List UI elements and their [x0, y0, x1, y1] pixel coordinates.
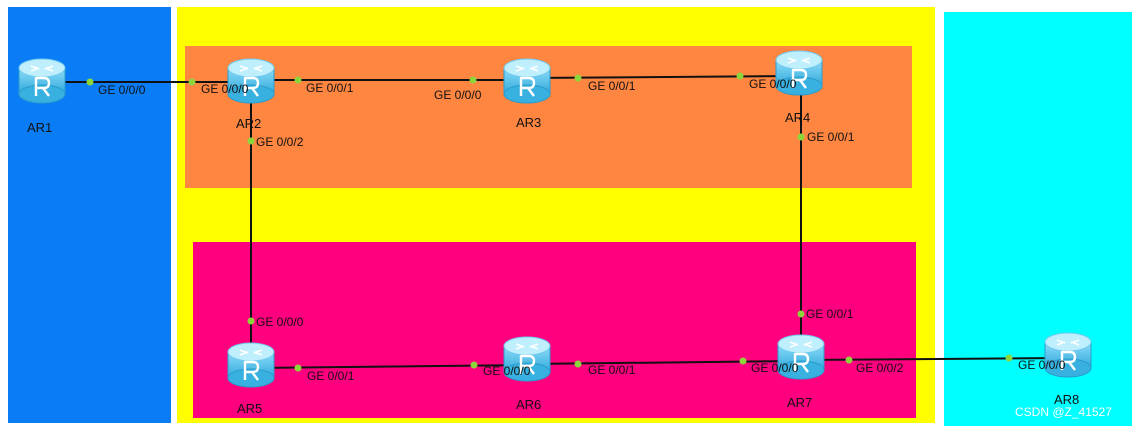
router-icon [502, 57, 552, 105]
router-label: AR5 [237, 401, 262, 416]
port-label-ar5: GE 0/0/1 [307, 369, 355, 383]
router-icon [17, 57, 67, 105]
port-dot-ar5 [294, 364, 302, 372]
port-dot-ar6 [574, 360, 582, 368]
port-label-ar1: GE 0/0/0 [98, 83, 146, 97]
watermark: CSDN @Z_41527 [1015, 405, 1112, 419]
router-icon [226, 341, 276, 389]
port-label-ar6: GE 0/0/1 [588, 363, 636, 377]
port-dot-ar7 [797, 310, 805, 318]
port-dot-ar3 [469, 76, 477, 84]
port-label-ar2: GE 0/0/1 [306, 81, 354, 95]
port-label-ar3: GE 0/0/1 [588, 79, 636, 93]
router-ar4[interactable]: AR4 [774, 49, 824, 125]
area-lower [193, 242, 916, 418]
port-dot-ar2 [294, 76, 302, 84]
port-dot-ar2 [188, 78, 196, 86]
port-label-ar4: GE 0/0/0 [749, 77, 797, 91]
router-label: AR3 [516, 115, 541, 130]
link-ar6-ar7 [526, 360, 802, 365]
port-dot-ar3 [574, 74, 582, 82]
router-ar5[interactable]: AR5 [226, 341, 276, 416]
router-label: AR1 [27, 120, 52, 135]
port-label-ar7: GE 0/0/1 [806, 307, 854, 321]
port-label-ar6: GE 0/0/0 [483, 364, 531, 378]
router-ar2[interactable]: AR2 [226, 57, 276, 131]
port-label-ar5: GE 0/0/0 [256, 315, 304, 329]
port-label-ar7: GE 0/0/2 [856, 361, 904, 375]
port-dot-ar7 [845, 356, 853, 364]
port-dot-ar2 [247, 137, 255, 145]
area-right [944, 12, 1132, 426]
port-dot-ar4 [736, 72, 744, 80]
port-dot-ar6 [470, 361, 478, 369]
port-dot-ar4 [797, 133, 805, 141]
port-dot-ar8 [1005, 354, 1013, 362]
router-ar6[interactable]: AR6 [502, 335, 552, 412]
router-ar3[interactable]: AR3 [502, 57, 552, 130]
port-dot-ar1 [86, 78, 94, 86]
link-ar3-ar4 [526, 75, 800, 79]
port-label-ar2: GE 0/0/0 [201, 82, 249, 96]
router-label: AR7 [787, 395, 812, 410]
port-dot-ar5 [247, 317, 255, 325]
router-ar8[interactable]: AR8 [1043, 331, 1093, 407]
port-label-ar8: GE 0/0/0 [1018, 358, 1066, 372]
port-dot-ar7 [739, 357, 747, 365]
router-icon [226, 57, 276, 105]
port-label-ar7: GE 0/0/0 [751, 361, 799, 375]
port-label-ar3: GE 0/0/0 [434, 88, 482, 102]
link-ar7-ar8 [800, 357, 1069, 361]
router-label: AR2 [236, 116, 261, 131]
router-ar7[interactable]: AR7 [776, 333, 826, 410]
router-label: AR4 [785, 110, 810, 125]
port-label-ar2: GE 0/0/2 [256, 135, 304, 149]
ports-layer: GE 0/0/0 GE 0/0/0 GE 0/0/1 GE 0/0/0 GE 0/0/1… [86, 72, 1066, 383]
router-ar1[interactable]: AR1 [17, 57, 67, 135]
router-label: AR6 [516, 397, 541, 412]
port-label-ar4: GE 0/0/1 [807, 130, 855, 144]
router-label: AR8 [1054, 392, 1079, 407]
